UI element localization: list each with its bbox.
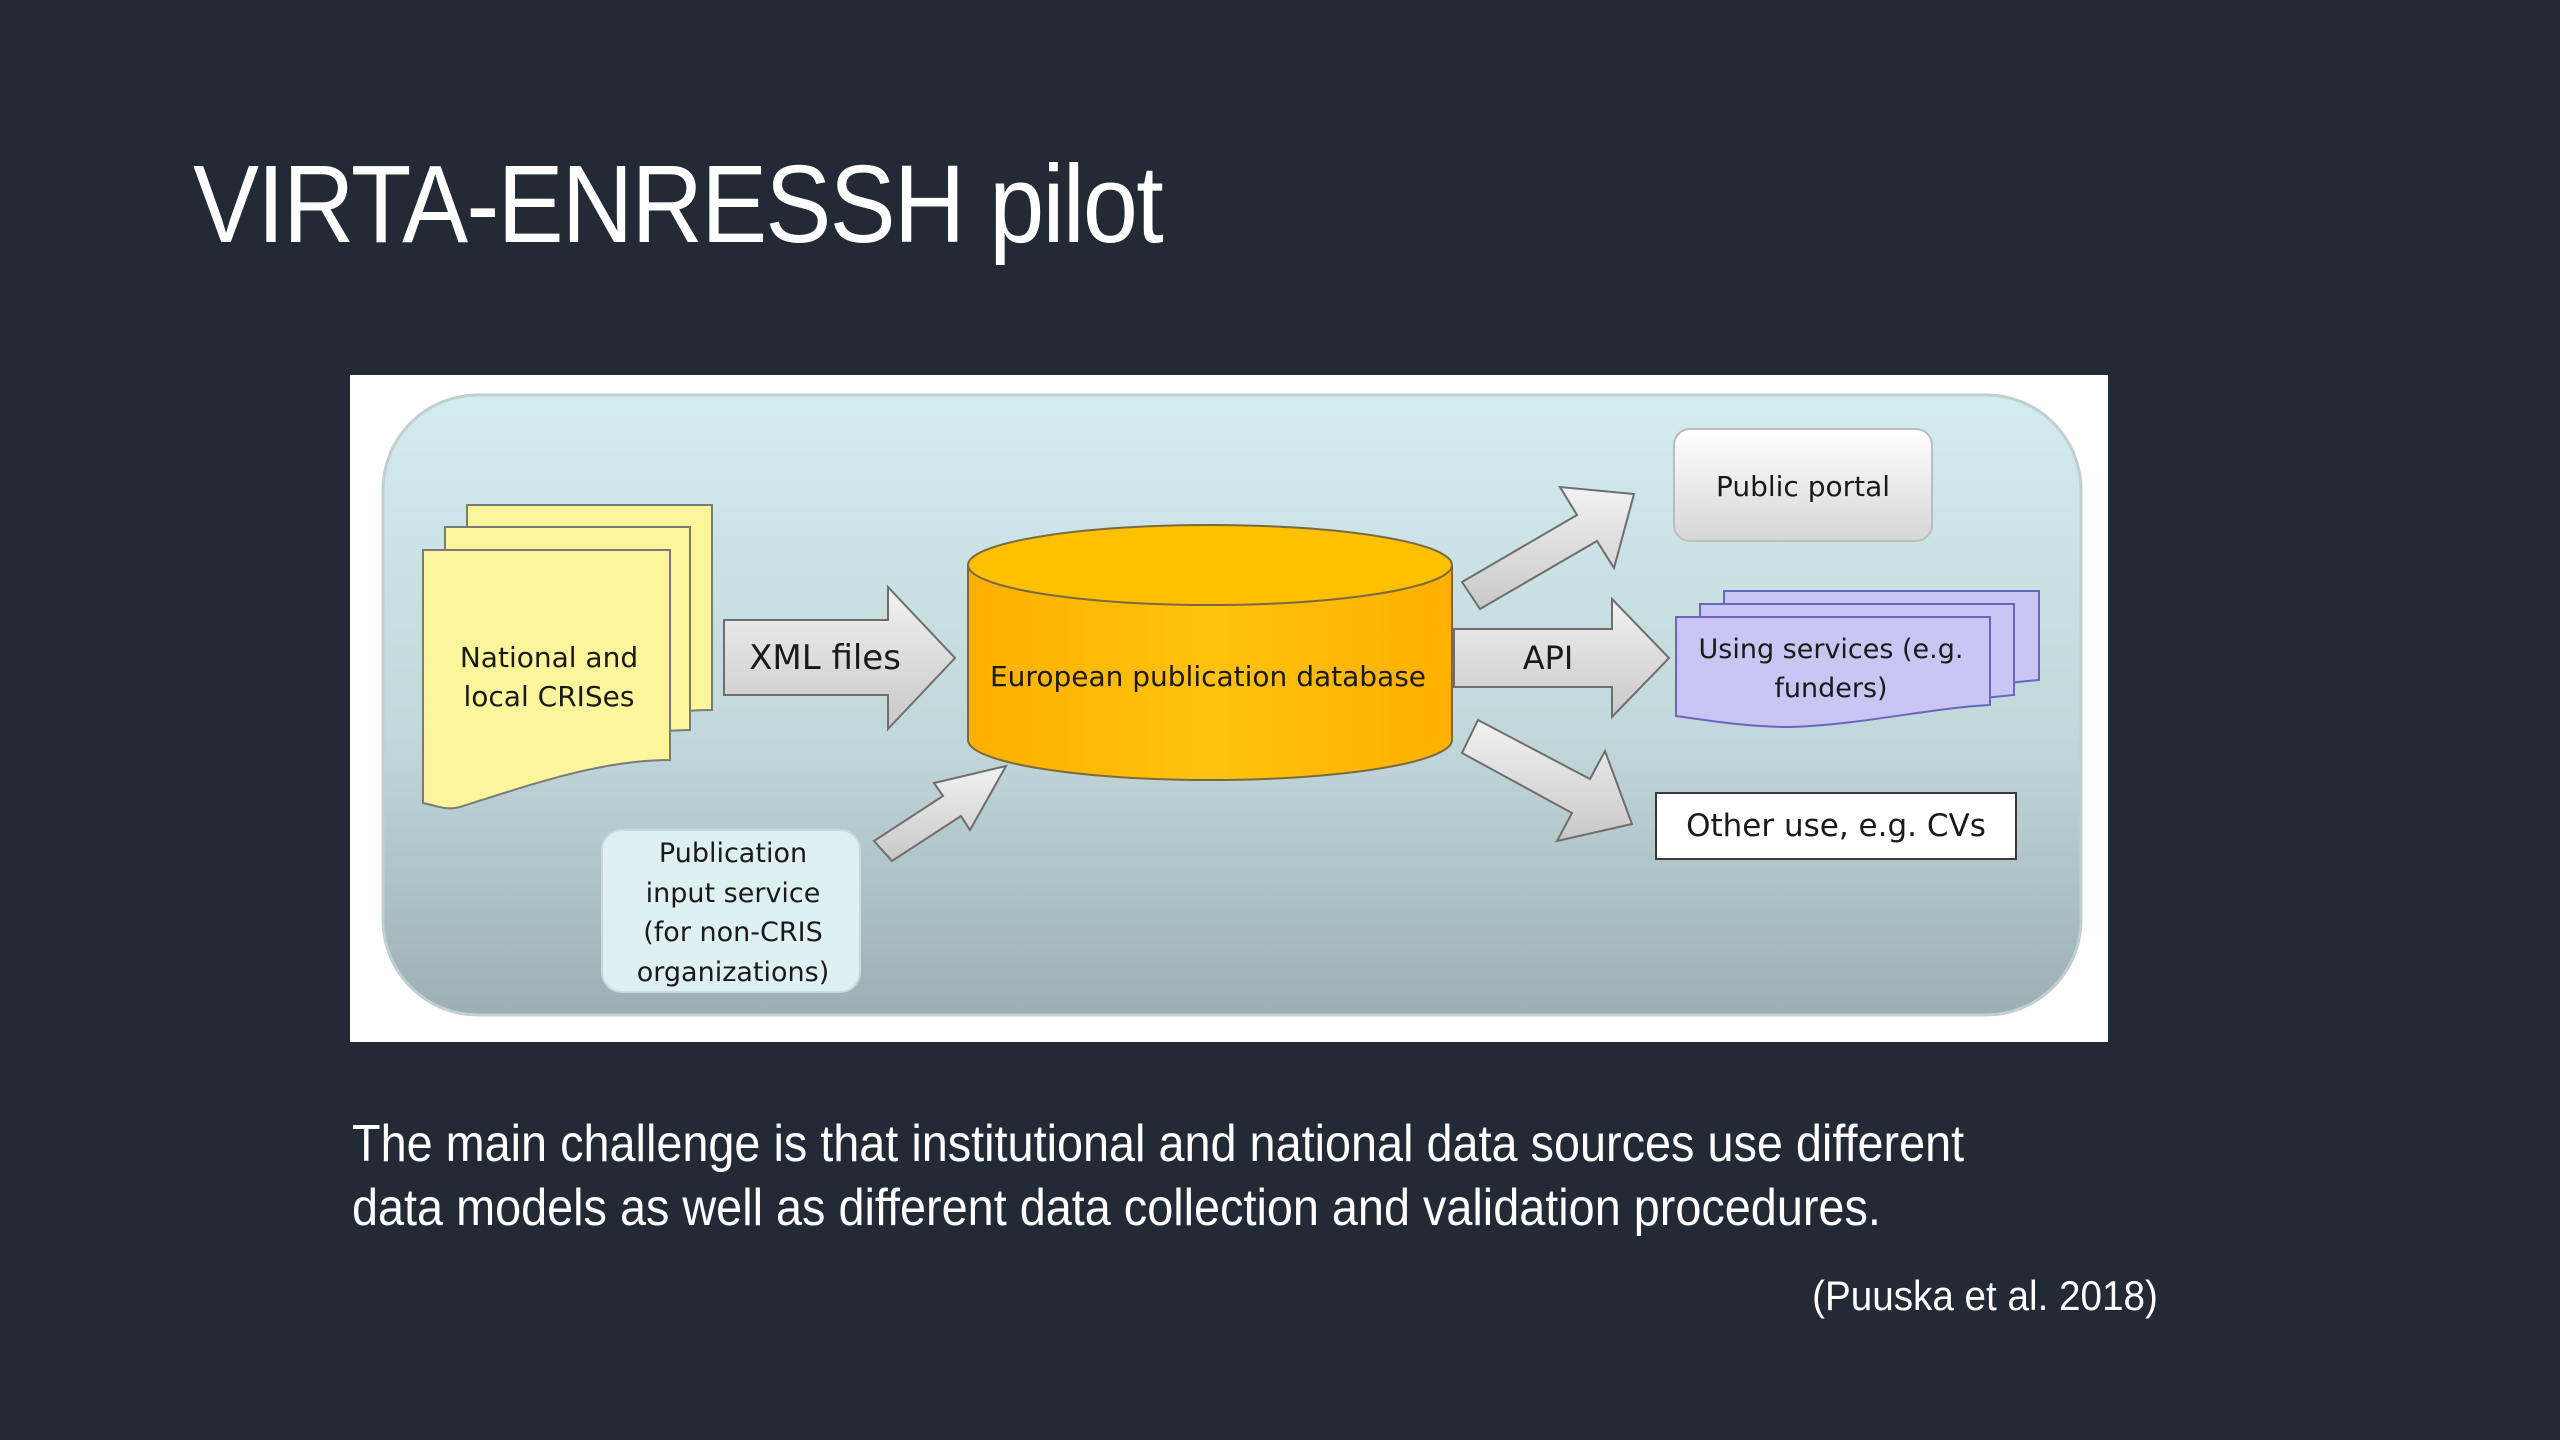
documents-label-line1: National and xyxy=(460,641,638,674)
architecture-diagram: National and local CRISes XML files Euro… xyxy=(381,393,2083,1017)
using-services-line2: funders) xyxy=(1774,673,1887,704)
other-use-label: Other use, e.g. CVs xyxy=(1686,808,1986,844)
slide-title: VIRTA-ENRESSH pilot xyxy=(193,143,1164,266)
public-portal-label: Public portal xyxy=(1716,470,1890,503)
input-service-line3: (for non-CRIS xyxy=(643,917,822,948)
documents-label-line2: local CRISes xyxy=(464,680,635,713)
diagram-frame: National and local CRISes XML files Euro… xyxy=(350,375,2108,1042)
other-use-arrow xyxy=(1460,718,1634,843)
xml-files-label: XML files xyxy=(749,638,901,678)
input-service-box xyxy=(601,829,861,993)
other-use-box xyxy=(1655,792,2017,860)
api-arrow xyxy=(1453,596,1671,720)
input-service-arrow xyxy=(872,764,1008,863)
database-label: European publication database xyxy=(990,660,1426,693)
input-service-line4: organizations) xyxy=(637,957,829,988)
documents-stack-icon xyxy=(422,504,713,810)
xml-files-arrow xyxy=(723,584,957,732)
using-services-stack-icon xyxy=(1675,590,2040,729)
database-cylinder-icon xyxy=(967,524,1453,781)
using-services-line1: Using services (e.g. xyxy=(1699,634,1964,665)
api-label: API xyxy=(1523,639,1574,677)
portal-arrow xyxy=(1460,485,1636,611)
slide-body-text: The main challenge is that institutional… xyxy=(352,1115,1965,1237)
public-portal-box xyxy=(1673,428,1933,542)
input-service-line1: Publication xyxy=(659,838,807,869)
citation: (Puuska et al. 2018) xyxy=(1812,1272,2158,1319)
input-service-line2: input service xyxy=(646,878,821,909)
